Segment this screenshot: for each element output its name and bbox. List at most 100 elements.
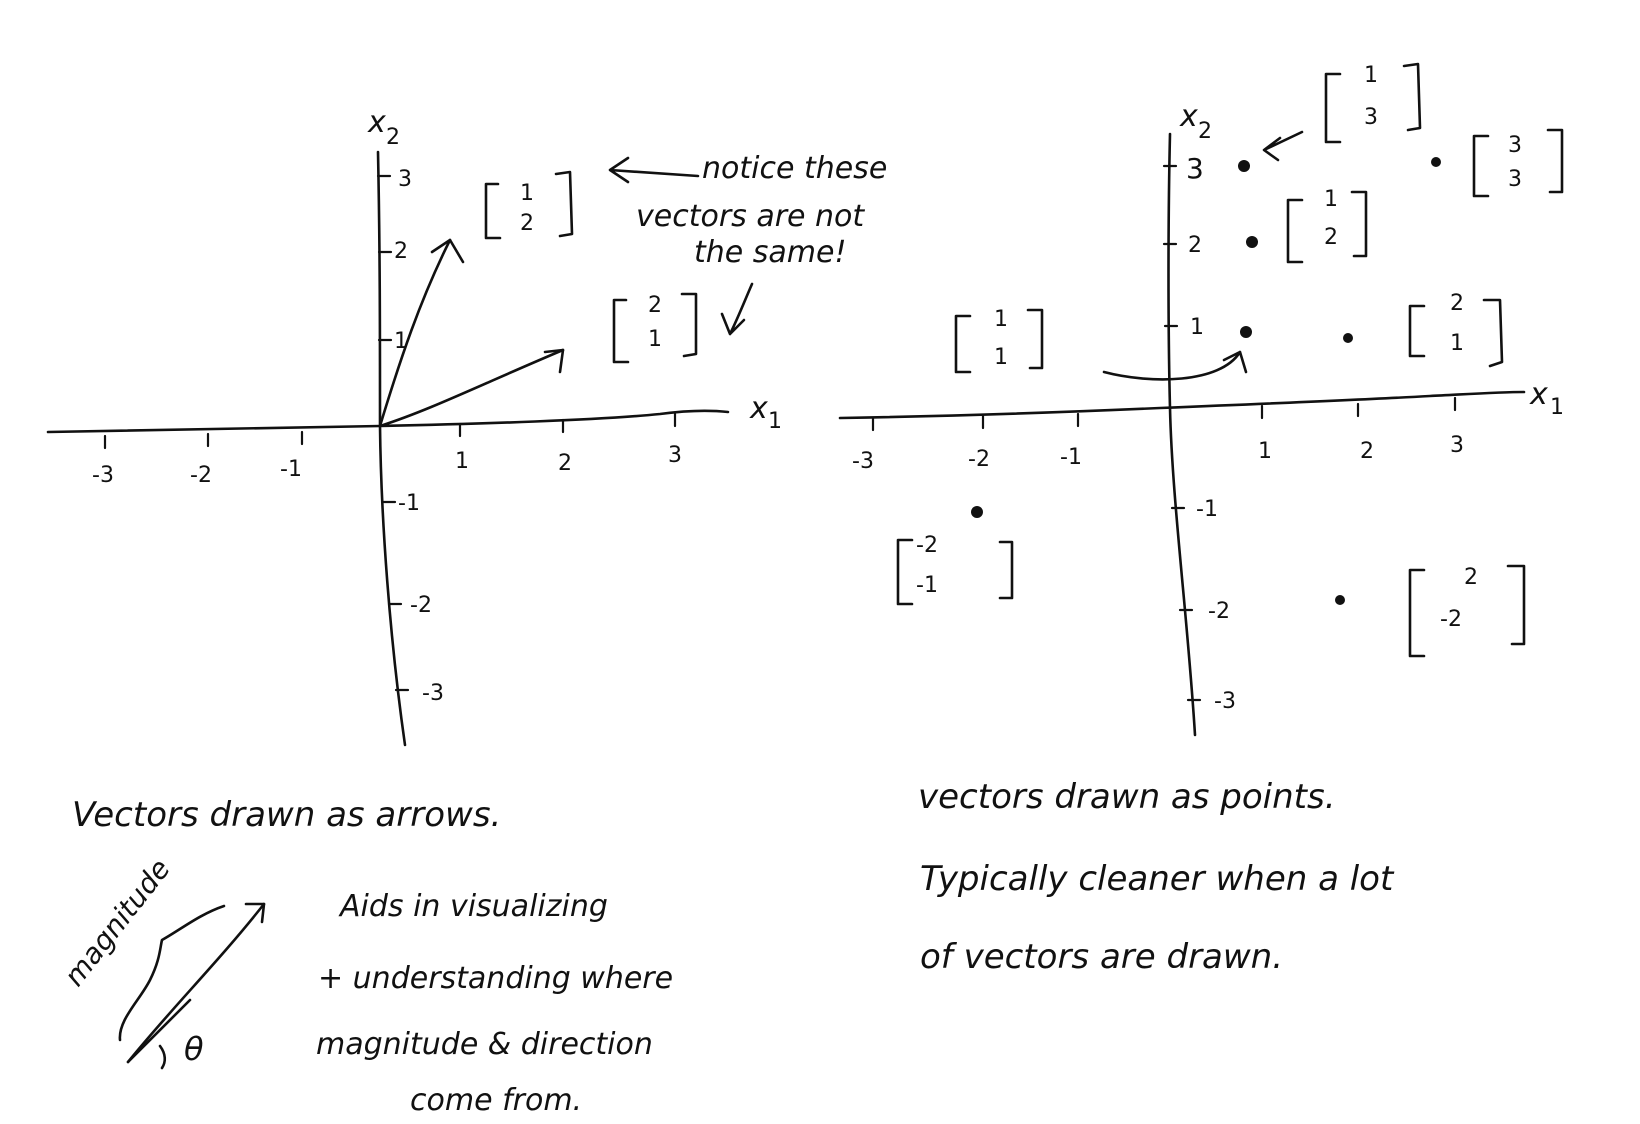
right-plot: -3 -2 -1 1 2 3 3 2 1 -1 -2 -3 x 2 [838, 62, 1564, 737]
right-y-tick-label: -1 [1196, 497, 1218, 522]
svg-text:1: 1 [1324, 187, 1338, 212]
left-x-ticks [103, 412, 677, 450]
right-x-tick-label: -1 [1060, 445, 1082, 470]
right-y-ticks [1162, 164, 1202, 702]
right-y-tick-label: -2 [1208, 599, 1230, 624]
svg-text:1: 1 [994, 307, 1008, 332]
right-x-tick-label: 2 [1360, 439, 1374, 464]
point-1-3 [1238, 160, 1250, 172]
svg-text:the same!: the same! [694, 235, 847, 270]
right-x-axis-title: x 1 [1529, 377, 1564, 420]
matrix-label-1-1: 1 1 [954, 307, 1044, 374]
magnitude-label: magnitude [58, 853, 177, 993]
point-1-1 [1240, 326, 1252, 338]
svg-text:notice these: notice these [702, 151, 887, 186]
svg-text:1: 1 [520, 181, 534, 206]
matrix-label-2-1: 2 1 [612, 292, 698, 364]
matrix-label-2-neg2: 2 -2 [1408, 564, 1526, 658]
svg-text:vectors are not: vectors are not [636, 199, 865, 234]
svg-text:1: 1 [648, 327, 662, 352]
svg-text:3: 3 [1364, 105, 1378, 130]
matrix-label-1-2: 1 2 [484, 170, 574, 240]
left-y-tick-label: 3 [398, 167, 412, 192]
right-caption: vectors drawn as points. Typically clean… [918, 777, 1395, 977]
left-y-tick-labels: 3 2 1 -1 -2 -3 [394, 167, 444, 706]
theta-label: θ [184, 1030, 204, 1068]
svg-text:x: x [749, 391, 768, 426]
left-x-tick-label: -1 [280, 457, 302, 482]
sketch-brace [118, 904, 226, 1042]
left-y-tick-label: -2 [410, 593, 432, 618]
left-y-tick-label: -1 [398, 491, 420, 516]
left-x-tick-label: -2 [190, 463, 212, 488]
svg-text:x: x [367, 105, 386, 140]
matrix-label-3-3: 3 3 [1472, 128, 1564, 198]
left-y-ticks [376, 174, 410, 692]
left-x-axis-title: x 1 [749, 391, 782, 434]
svg-text:2: 2 [520, 211, 534, 236]
right-x-tick-labels: -3 -2 -1 1 2 3 [852, 433, 1464, 474]
left-x-axis [46, 409, 730, 434]
left-x-tick-label: 2 [558, 451, 572, 476]
right-y-axis-title: x 2 [1179, 99, 1212, 144]
svg-text:Aids in visualizing: Aids in visualizing [338, 889, 608, 924]
svg-text:1: 1 [768, 409, 782, 434]
right-y-tick-label: -3 [1214, 689, 1236, 714]
left-y-tick-label: -3 [422, 681, 444, 706]
svg-text:3: 3 [1508, 167, 1522, 192]
point-1-2 [1246, 236, 1258, 248]
svg-text:2: 2 [648, 293, 662, 318]
point-neg2-neg1 [971, 506, 983, 518]
right-x-tick-label: 3 [1450, 433, 1464, 458]
right-x-tick-label: -3 [852, 449, 874, 474]
aids-text: Aids in visualizing + understanding wher… [316, 889, 673, 1118]
right-x-ticks [871, 396, 1457, 432]
svg-text:-2: -2 [1440, 607, 1462, 632]
right-x-tick-label: 1 [1258, 439, 1272, 464]
left-caption: Vectors drawn as arrows. [72, 795, 501, 835]
right-y-tick-label: 1 [1190, 315, 1204, 340]
left-plot: -3 -2 -1 1 2 3 3 2 1 -1 -2 -3 x 2 [46, 105, 887, 747]
matrix-label-1-3: 1 3 [1324, 62, 1422, 144]
right-y-tick-label: 3 [1186, 152, 1204, 185]
left-y-tick-label: 2 [394, 239, 408, 264]
vector-arrowhead-2-1 [543, 348, 565, 374]
svg-text:-2: -2 [916, 533, 938, 558]
svg-text:1: 1 [1550, 395, 1564, 420]
magnitude-direction-sketch: θ magnitude [58, 853, 266, 1070]
left-x-tick-label: -3 [92, 463, 114, 488]
right-x-axis [838, 390, 1526, 420]
svg-text:1: 1 [1364, 63, 1378, 88]
svg-text:of vectors are drawn.: of vectors are drawn. [920, 937, 1283, 977]
sketch-vector [126, 902, 266, 1064]
left-y-axis-title: x 2 [367, 105, 400, 150]
vector-arrow-1-2 [378, 238, 452, 428]
left-y-tick-label: 1 [394, 329, 408, 354]
svg-text:Typically cleaner when a lot: Typically cleaner when a lot [920, 859, 1395, 899]
svg-text:1: 1 [1450, 331, 1464, 356]
svg-text:x: x [1179, 99, 1198, 134]
svg-text:-1: -1 [916, 573, 938, 598]
svg-text:2: 2 [1464, 565, 1478, 590]
right-y-tick-labels: 3 2 1 -1 -2 -3 [1186, 152, 1236, 714]
svg-text:+ understanding where: + understanding where [318, 961, 673, 996]
svg-text:2: 2 [1450, 291, 1464, 316]
svg-text:2: 2 [386, 125, 400, 150]
vector-arrow-2-1 [378, 348, 565, 428]
point-3-3 [1431, 157, 1441, 167]
right-y-axis [1167, 132, 1197, 737]
svg-text:come from.: come from. [410, 1083, 582, 1118]
right-y-tick-label: 2 [1188, 233, 1202, 258]
svg-text:1: 1 [994, 345, 1008, 370]
sketch-arrowhead [244, 902, 266, 924]
annotation-arrow-down [720, 282, 754, 336]
arrow-to-point-1-3 [1262, 130, 1304, 162]
left-x-tick-labels: -3 -2 -1 1 2 3 [92, 443, 682, 488]
annotation-arrow-left [608, 156, 700, 184]
annotation-note: notice these vectors are not the same! [636, 151, 887, 270]
left-x-tick-label: 1 [455, 449, 469, 474]
matrix-label-1-2-point: 1 2 [1286, 187, 1368, 264]
svg-text:magnitude & direction: magnitude & direction [316, 1027, 653, 1062]
left-x-tick-label: 3 [668, 443, 682, 468]
